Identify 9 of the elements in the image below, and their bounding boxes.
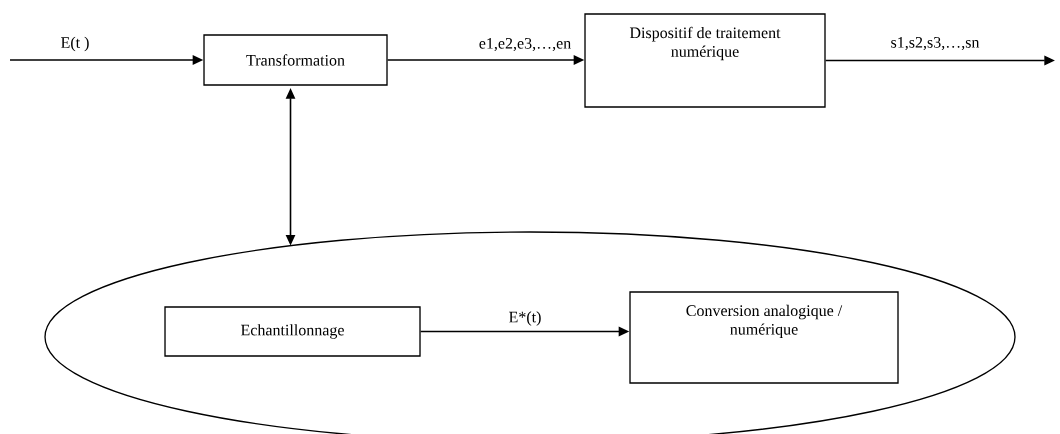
process-box: Echantillonnage	[164, 306, 421, 357]
ellipse-region	[44, 231, 1016, 434]
process-box: Dispositif de traitement numérique	[584, 13, 826, 108]
edge-label: e1,e2,e3,…,en	[477, 36, 573, 53]
process-box: Conversion analogique / numérique	[629, 291, 899, 384]
edge-label: s1,s2,s3,…,sn	[889, 35, 981, 52]
edge-label: E(t )	[59, 35, 91, 53]
edge-label: E*(t)	[507, 309, 543, 328]
process-box: Transformation	[203, 34, 388, 86]
